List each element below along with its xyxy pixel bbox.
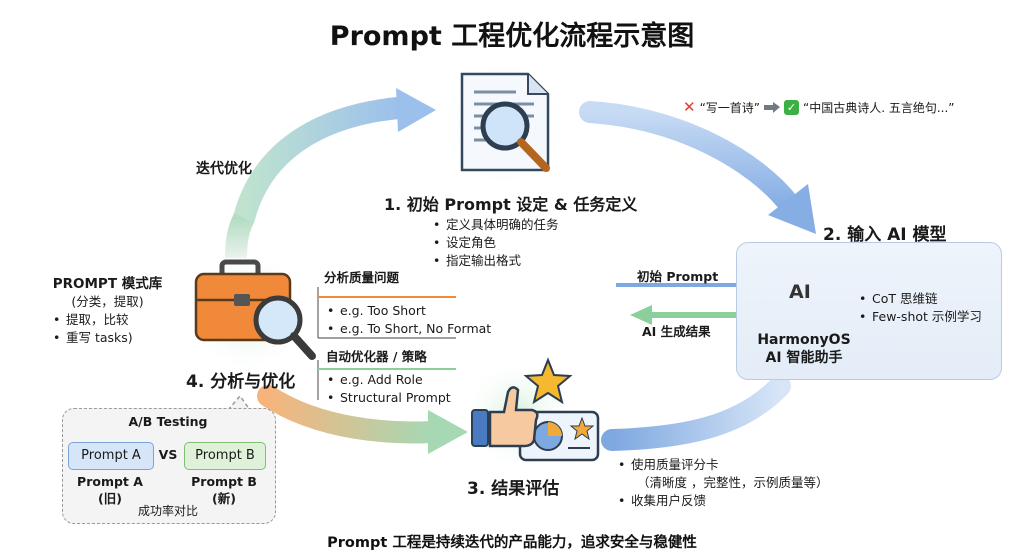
prompt-a-box: Prompt A bbox=[68, 442, 154, 470]
prompt-example: ✕ “写一首诗” ✓ “中国古典诗人. 五言绝句...” bbox=[683, 98, 955, 116]
footer-note: Prompt 工程是持续迭代的产品能力，追求安全与稳健性 bbox=[327, 535, 697, 551]
briefcase-analysis-icon bbox=[194, 259, 316, 360]
prompt-b-name: Prompt B bbox=[191, 474, 257, 489]
prompt-a-old: (旧) bbox=[98, 491, 122, 506]
document-search-icon bbox=[460, 72, 550, 172]
list-item: e.g. Too Short bbox=[326, 302, 491, 320]
list-item: 重写 tasks) bbox=[52, 329, 195, 347]
list-item: e.g. To Short, No Format bbox=[326, 320, 491, 338]
optimizer-heading: 自动优化器 / 策略 bbox=[326, 349, 427, 364]
step3-bullets: 使用质量评分卡 （清晰度 ，完整性，示例质量等） 收集用户反馈 bbox=[617, 456, 828, 510]
list-item-detail: （清晰度 ，完整性，示例质量等） bbox=[617, 474, 828, 492]
ai-icon-text: AI bbox=[789, 281, 811, 303]
step4-title: 4. 分析与优化 bbox=[186, 372, 296, 392]
arrow-right-icon bbox=[764, 102, 781, 113]
arrow-to-ai bbox=[579, 101, 801, 216]
prompt-a-name: Prompt A bbox=[77, 474, 143, 489]
page-title: Prompt 工程优化流程示意图 bbox=[329, 21, 695, 52]
cross-icon: ✕ bbox=[683, 98, 696, 116]
step1-title: 1. 初始 Prompt 设定 & 任务定义 bbox=[384, 195, 638, 214]
prompt-b-box: Prompt B bbox=[184, 442, 266, 470]
ab-testing-title: A/B Testing bbox=[128, 414, 208, 429]
vs-label: VS bbox=[158, 447, 178, 462]
library-bullets: 提取，比较 重写 tasks) bbox=[52, 311, 195, 347]
list-item: 指定输出格式 bbox=[432, 252, 559, 270]
assistant-brand: HarmonyOS bbox=[757, 332, 851, 348]
bullet-detail-text: （清晰度 ，完整性，示例质量等） bbox=[637, 475, 829, 490]
list-item: 收集用户反馈 bbox=[617, 492, 828, 510]
list-item: Few-shot 示例学习 bbox=[858, 308, 982, 326]
assistant-subtitle: AI 智能助手 bbox=[765, 350, 843, 366]
list-item: 使用质量评分卡 bbox=[617, 456, 828, 474]
step1-bullets: 定义具体明确的任务 设定角色 指定输出格式 bbox=[432, 216, 559, 270]
iterate-label: 迭代优化 bbox=[196, 161, 252, 177]
list-item: e.g. Add Role bbox=[326, 371, 451, 389]
prompt-b-label: Prompt B (新) bbox=[180, 473, 268, 507]
arrow-to-results bbox=[601, 375, 791, 451]
list-item: 定义具体明确的任务 bbox=[432, 216, 559, 234]
library-subtitle: (分类，提取) bbox=[71, 294, 144, 309]
success-rate-caption: 成功率对比 bbox=[137, 504, 198, 518]
optimizer-bullets: e.g. Add Role Structural Prompt bbox=[326, 371, 451, 407]
arrow-iterate-top bbox=[233, 97, 409, 229]
output-result-label: AI 生成结果 bbox=[642, 324, 711, 339]
assistant-name: HarmonyOS AI 智能助手 bbox=[740, 331, 868, 367]
good-example: “中国古典诗人. 五言绝句...” bbox=[803, 100, 955, 115]
library-title: PROMPT 模式库 bbox=[52, 276, 163, 292]
prompt-a-label: Prompt A (旧) bbox=[68, 473, 152, 507]
quality-heading: 分析质量问题 bbox=[324, 270, 400, 285]
list-item: CoT 思维链 bbox=[858, 290, 982, 308]
list-item: 设定角色 bbox=[432, 234, 559, 252]
input-prompt-label: 初始 Prompt bbox=[637, 269, 719, 284]
prompt-library: PROMPT 模式库 (分类，提取) 提取，比较 重写 tasks) bbox=[20, 275, 195, 347]
thumbs-up-evaluation-icon bbox=[471, 357, 600, 462]
arrow-analysis-to-results bbox=[257, 385, 443, 444]
step2-title: 2. 输入 AI 模型 bbox=[823, 225, 947, 245]
list-item: Structural Prompt bbox=[326, 389, 451, 407]
quality-bullets: e.g. Too Short e.g. To Short, No Format bbox=[326, 302, 491, 338]
prompt-b-new: (新) bbox=[212, 491, 236, 506]
list-item: 提取，比较 bbox=[52, 311, 195, 329]
step3-title: 3. 结果评估 bbox=[467, 479, 560, 499]
step2-bullets: CoT 思维链 Few-shot 示例学习 bbox=[858, 290, 982, 326]
bad-example: “写一首诗” bbox=[699, 100, 761, 115]
check-icon: ✓ bbox=[784, 99, 800, 115]
